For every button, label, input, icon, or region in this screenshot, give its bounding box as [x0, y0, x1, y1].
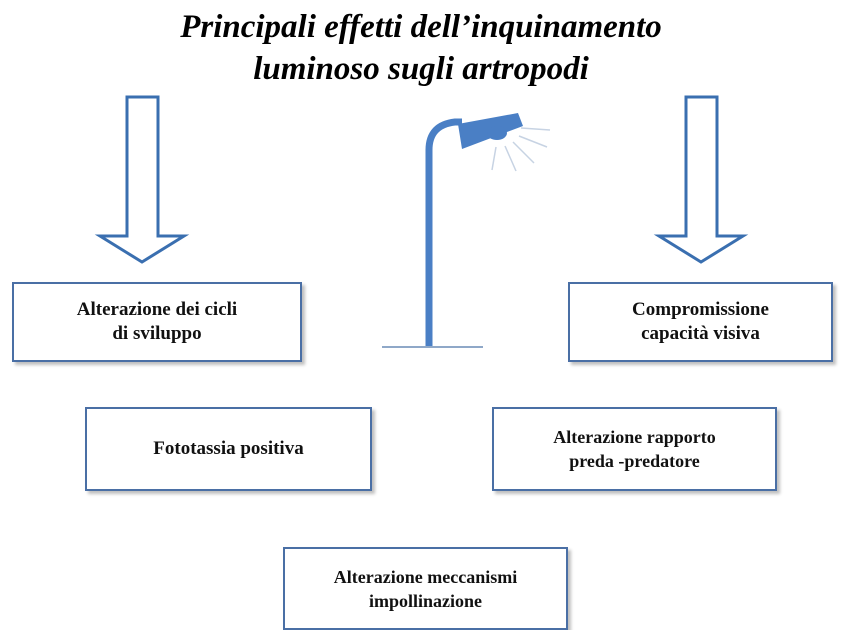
box-text-line: preda -predatore [569, 451, 700, 471]
effect-box-pollination: Alterazione meccanismi impollinazione [283, 547, 568, 630]
title-line-1: Principali effetti dell’inquinamento [180, 9, 662, 45]
title-line-2: luminoso sugli artropodi [253, 51, 589, 87]
effect-box-predator-prey: Alterazione rapporto preda -predatore [492, 407, 777, 491]
down-arrow-icon [653, 95, 749, 264]
box-text-line: capacità visiva [641, 323, 760, 344]
box-text-line: Compromissione [632, 299, 769, 320]
box-text-line: Alterazione meccanismi [333, 566, 518, 587]
box-text-line: impollinazione [368, 590, 482, 611]
effect-box-visual-capacity: Compromissione capacità visiva [568, 282, 833, 362]
effect-box-phototaxis: Fototassia positiva [85, 407, 372, 491]
box-text-line: Alterazione rapporto [553, 427, 716, 447]
down-arrow-icon [94, 95, 190, 264]
street-lamp-icon [382, 113, 551, 348]
box-text-line: Fototassia positiva [153, 438, 304, 459]
box-text-line: di sviluppo [112, 323, 202, 344]
box-text-line: Alterazione dei cicli [76, 299, 238, 320]
effect-box-development-cycles: Alterazione dei cicli di sviluppo [12, 282, 302, 362]
diagram-title: Principali effetti dell’inquinamento lum… [0, 6, 842, 90]
